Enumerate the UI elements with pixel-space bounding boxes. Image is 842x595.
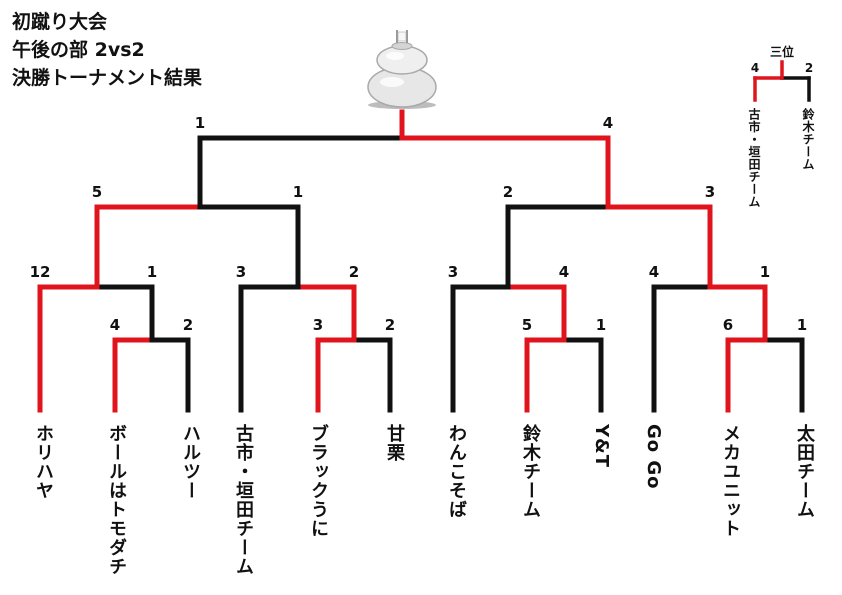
bracket-lines <box>37 60 811 413</box>
title-line-3: 決勝トーナメント結果 <box>12 67 203 89</box>
score-r2b-right: 2 <box>349 263 359 281</box>
third-place-team-right: 鈴木チーム <box>801 108 815 171</box>
team-name-11: メカユニット <box>720 424 741 538</box>
team-name-3: ハルツー <box>180 424 201 500</box>
score-r2a-left: 12 <box>30 263 51 281</box>
score-r1b-left: 3 <box>313 316 323 334</box>
score-semi2-left: 2 <box>503 183 513 201</box>
team-name-6: 甘栗 <box>384 424 405 462</box>
third-place-label: 三位 <box>770 44 794 59</box>
score-r1d-right: 1 <box>797 316 807 334</box>
score-final-right: 4 <box>603 114 613 132</box>
team-name-4: 古市・垣田チーム <box>233 424 254 576</box>
third-place-team-left: 古市・垣田チーム <box>747 108 761 208</box>
score-final-left: 1 <box>195 114 205 132</box>
page-title: 初蹴り大会 午後の部 2vs2 決勝トーナメント結果 <box>12 8 202 92</box>
team-name-1: ホリハヤ <box>33 424 54 500</box>
score-semi1-left: 5 <box>92 183 102 201</box>
score-r2c-right: 4 <box>559 263 569 281</box>
title-line-2: 午後の部 2vs2 <box>12 39 145 61</box>
score-r2d-left: 4 <box>649 263 659 281</box>
score-r1d-left: 6 <box>723 316 733 334</box>
team-name-5: ブラックうに <box>308 424 329 538</box>
score-semi2-right: 3 <box>705 183 715 201</box>
team-name-8: 鈴木チーム <box>520 424 541 519</box>
score-r1c-left: 5 <box>522 316 532 334</box>
score-semi1-right: 1 <box>293 183 303 201</box>
score-r1a-right: 2 <box>183 316 193 334</box>
score-r1c-right: 1 <box>596 316 606 334</box>
team-name-10: Go Go <box>643 424 664 490</box>
team-name-9: Y&T <box>591 424 612 469</box>
score-r2d-right: 1 <box>760 263 770 281</box>
score-r1b-right: 2 <box>385 316 395 334</box>
team-name-2: ボールはトモダチ <box>106 424 127 576</box>
score-r1a-left: 4 <box>110 316 120 334</box>
team-name-12: 太田チーム <box>794 424 815 519</box>
score-r2b-left: 3 <box>236 263 246 281</box>
score-r2a-right: 1 <box>147 263 157 281</box>
third-place-score-left: 4 <box>751 61 759 75</box>
score-r2c-left: 3 <box>448 263 458 281</box>
team-name-7: わんこそば <box>446 424 467 519</box>
title-line-1: 初蹴り大会 <box>12 11 108 33</box>
third-place-score-right: 2 <box>805 61 813 75</box>
kagami-mochi-icon <box>367 30 437 109</box>
